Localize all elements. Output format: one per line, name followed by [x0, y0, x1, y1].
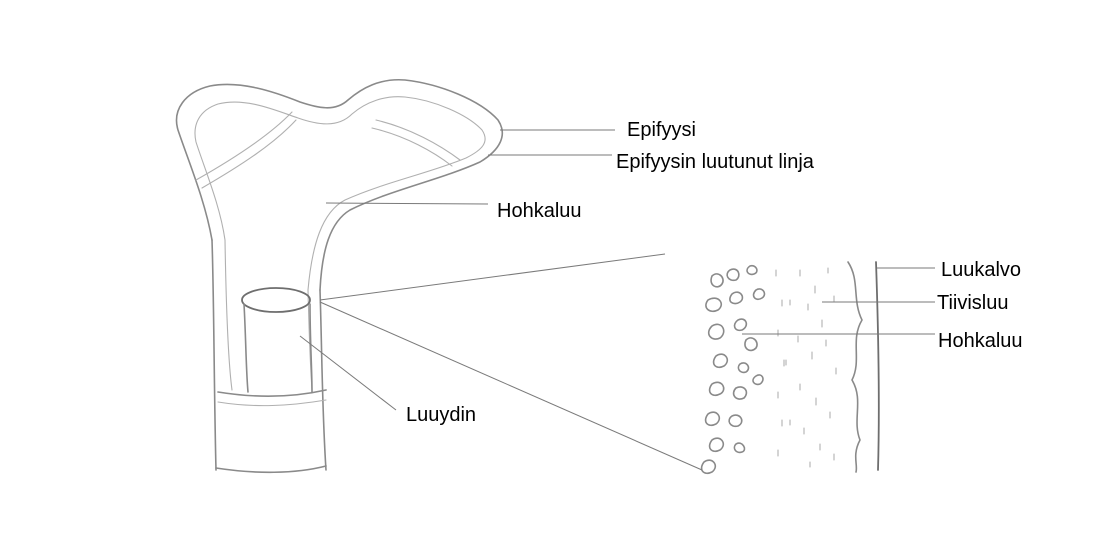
- label-epifyysi: Epifyysi: [627, 120, 696, 140]
- label-hohkaluu-detail: Hohkaluu: [938, 331, 1023, 351]
- bone-bottom-end: [216, 466, 326, 472]
- spongy-bone-cells: [702, 266, 765, 474]
- leader-zoom-bottom: [320, 302, 702, 470]
- shaft-left-outer: [212, 240, 216, 470]
- bone-section-detail: [702, 262, 879, 473]
- bone-cut-band: [218, 390, 326, 396]
- epiphyseal-line-right: [376, 120, 460, 160]
- shaft-left-inner: [225, 240, 232, 390]
- shaft-right-outer: [320, 290, 326, 470]
- label-luukalvo: Luukalvo: [941, 260, 1021, 280]
- marrow-cavity-top: [242, 288, 310, 312]
- periosteum-line: [876, 262, 879, 470]
- epiphyseal-line-2: [202, 120, 296, 188]
- compact-bone-edge: [848, 262, 862, 472]
- epiphysis-inner-outline: [195, 97, 485, 290]
- compact-bone-dashes: [776, 268, 836, 467]
- leader-luuydin: [300, 336, 396, 410]
- marrow-cylinder-right: [310, 304, 312, 392]
- label-epifyysin-linja: Epifyysin luutunut linja: [616, 152, 814, 172]
- label-luuydin: Luuydin: [406, 405, 476, 425]
- label-hohkaluu-top: Hohkaluu: [497, 201, 582, 221]
- epiphyseal-line: [196, 112, 292, 180]
- leader-lines: [300, 130, 935, 470]
- leader-hohkaluu-top: [326, 203, 488, 204]
- leader-zoom-top: [320, 254, 665, 300]
- bone-cut-band-2: [218, 400, 326, 406]
- marrow-cylinder-left: [244, 304, 248, 392]
- label-tiivisluu: Tiivisluu: [937, 293, 1009, 313]
